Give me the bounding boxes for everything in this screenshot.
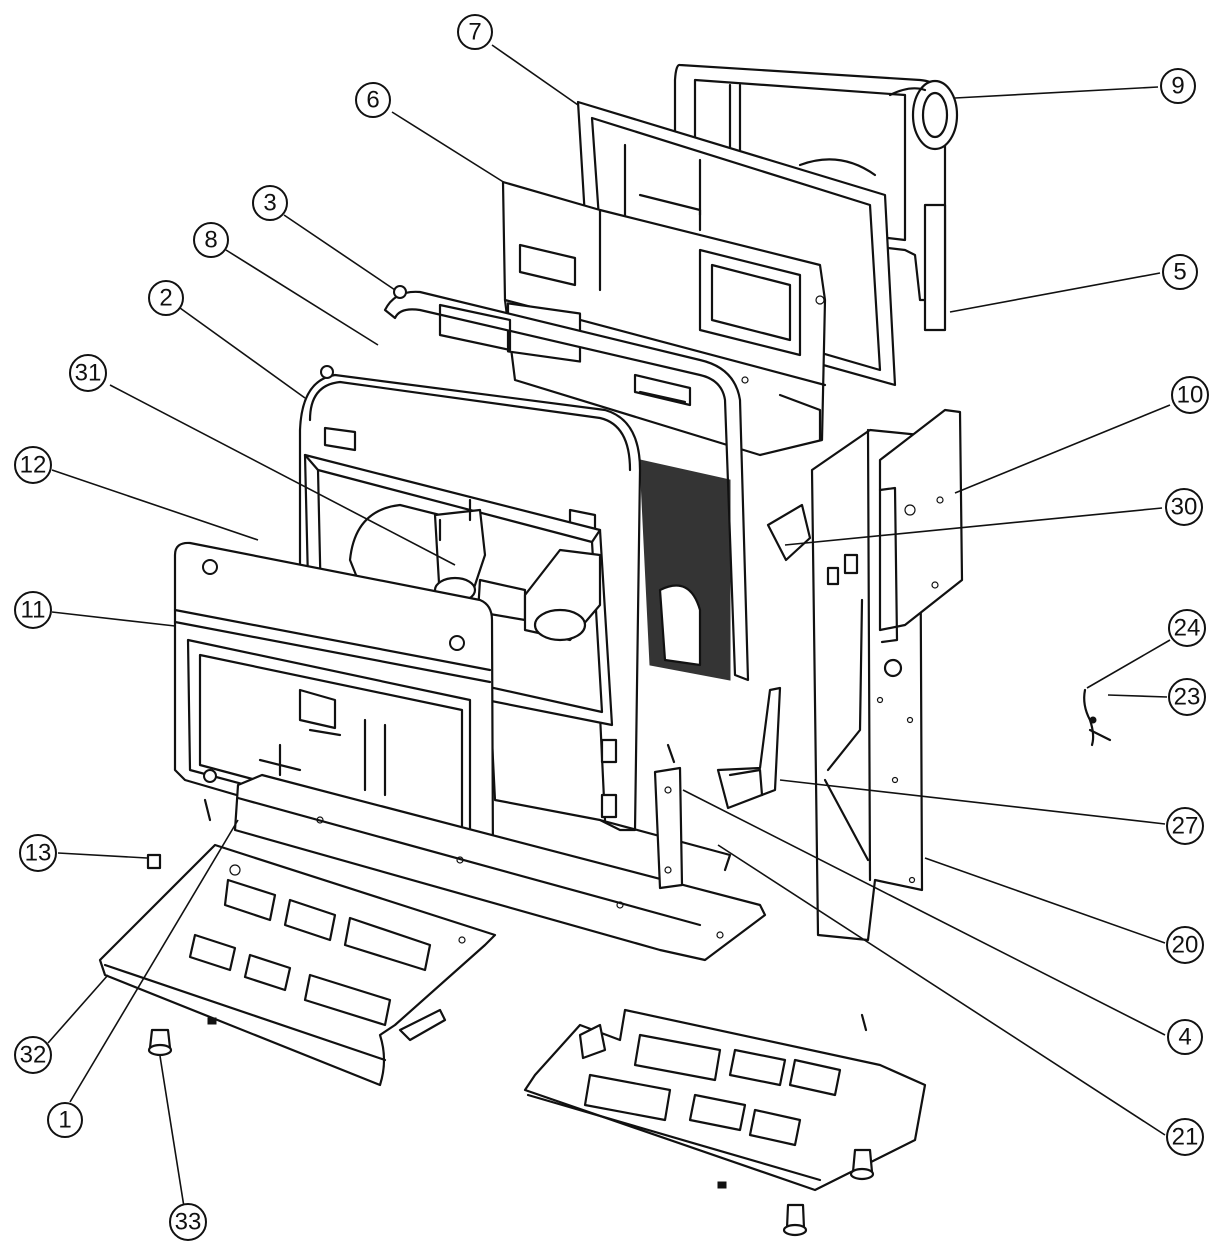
part-33-leveling-feet — [147, 743, 875, 1237]
part-32-left-base-tray — [98, 843, 497, 1087]
heat-exchanger-mesh — [639, 459, 731, 681]
callout-5: 5 — [1162, 254, 1198, 290]
callout-label: 13 — [25, 840, 52, 867]
part-30-plate — [766, 503, 812, 562]
part-21-base-rail — [233, 773, 767, 962]
callout-10: 10 — [1171, 376, 1209, 414]
part-10-control-bracket — [878, 408, 964, 644]
callout-label: 27 — [1172, 813, 1199, 840]
callout-31: 31 — [69, 354, 107, 392]
callout-label: 3 — [263, 190, 276, 217]
callout-9: 9 — [1160, 68, 1196, 104]
callout-13: 13 — [19, 834, 57, 872]
right-base-tray — [523, 1008, 927, 1192]
callout-label: 32 — [20, 1042, 47, 1069]
callout-label: 5 — [1173, 259, 1186, 286]
leader-lines — [47, 44, 1171, 1208]
part-27-bracket — [716, 686, 782, 810]
callout-label: 7 — [468, 19, 481, 46]
callout-label: 20 — [1172, 932, 1199, 959]
callout-20: 20 — [1166, 926, 1204, 964]
callout-label: 8 — [204, 227, 217, 254]
callout-4: 4 — [1167, 1019, 1203, 1055]
callout-label: 12 — [20, 452, 47, 479]
callout-label: 24 — [1174, 615, 1201, 642]
callout-label: 11 — [21, 597, 46, 624]
callout-8: 8 — [193, 222, 229, 258]
callout-6: 6 — [355, 82, 391, 118]
callout-label: 33 — [175, 1209, 202, 1236]
part-24-wire — [1083, 688, 1112, 747]
callout-11: 11 — [14, 591, 52, 629]
callout-label: 10 — [1177, 382, 1204, 409]
part-13-screw — [146, 853, 162, 870]
callout-label: 1 — [58, 1107, 71, 1134]
callout-label: 30 — [1171, 494, 1198, 521]
callout-label: 9 — [1171, 73, 1184, 100]
callout-27: 27 — [1166, 807, 1204, 845]
callout-1: 1 — [47, 1102, 83, 1138]
callout-label: 21 — [1172, 1124, 1199, 1151]
callout-label: 4 — [1178, 1024, 1191, 1051]
callout-12: 12 — [14, 446, 52, 484]
callout-3: 3 — [252, 185, 288, 221]
callout-21: 21 — [1166, 1118, 1204, 1156]
callout-label: 23 — [1174, 684, 1201, 711]
callout-2: 2 — [148, 280, 184, 316]
callout-7: 7 — [457, 14, 493, 50]
callout-label: 2 — [159, 285, 172, 312]
callout-32: 32 — [14, 1036, 52, 1074]
part-8-firebox-frame — [383, 285, 750, 682]
callout-23: 23 — [1168, 678, 1206, 716]
callout-30: 30 — [1165, 488, 1203, 526]
callout-label: 31 — [75, 360, 102, 387]
part-31-logs — [348, 498, 602, 642]
callout-24: 24 — [1168, 609, 1206, 647]
part-4-bracket — [653, 766, 684, 890]
part-5-gasket — [923, 203, 947, 332]
callout-33: 33 — [169, 1203, 207, 1241]
callout-label: 6 — [366, 87, 379, 114]
